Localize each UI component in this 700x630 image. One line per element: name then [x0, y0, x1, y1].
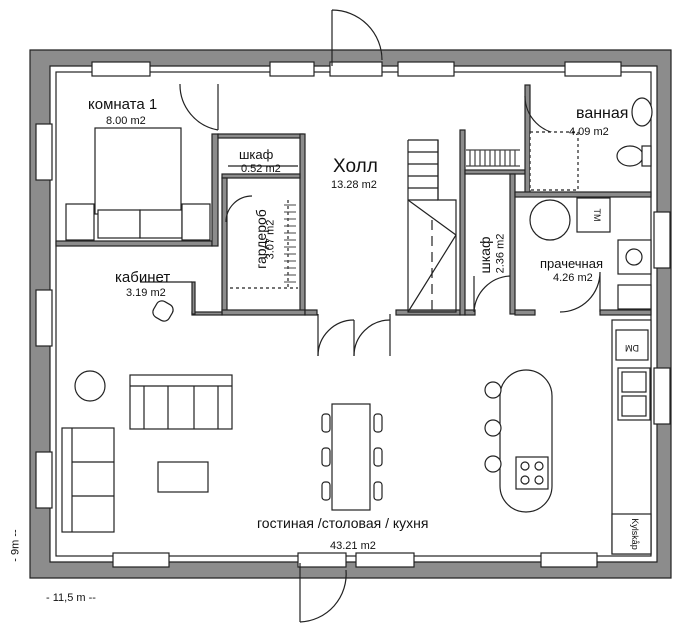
dining-table	[331, 403, 371, 511]
terrace-door	[299, 563, 347, 623]
staircase	[407, 139, 457, 313]
laundry-door	[559, 271, 601, 313]
width-dimension: - 11,5 m --	[46, 592, 96, 604]
cooktop	[515, 456, 549, 490]
window	[653, 211, 671, 269]
window	[35, 289, 53, 347]
window	[540, 552, 598, 568]
side-table	[74, 370, 106, 402]
window	[91, 61, 151, 77]
stove-small	[617, 284, 652, 310]
coffee-table	[157, 461, 209, 493]
laundry-sink	[617, 239, 652, 275]
hall-area: 13.28 m2	[331, 179, 377, 191]
window	[269, 61, 315, 77]
wardrobe-door	[225, 195, 253, 223]
cupboard-area: 2.36 m2	[494, 233, 507, 274]
office-area: 3.19 m2	[126, 287, 166, 299]
living-name: гостиная /столовая / кухня	[257, 515, 429, 531]
window	[355, 552, 415, 568]
sofa-side	[61, 427, 115, 533]
window	[397, 61, 455, 77]
entry-door	[331, 9, 383, 66]
hall-double-door	[317, 319, 391, 357]
exterior-wall	[29, 49, 672, 579]
kitchen-sink	[617, 367, 651, 421]
dishwasher	[615, 329, 649, 361]
window	[564, 61, 622, 77]
laundry-area: 4.26 m2	[553, 272, 593, 284]
shower	[529, 131, 579, 191]
toilet	[616, 145, 644, 167]
dryer	[576, 197, 611, 233]
kitchen-island	[499, 369, 553, 513]
living-area: 43.21 m2	[330, 540, 376, 552]
closet-area: 0.52 m2	[241, 163, 281, 175]
fridge-label: Kylskåp	[630, 518, 640, 550]
bath-area: 4.09 m2	[569, 126, 609, 138]
hall-name: Холл	[333, 156, 378, 177]
office-chair	[152, 300, 174, 322]
cupboard-door	[473, 275, 511, 313]
closet-name: шкаф	[239, 147, 274, 162]
cupboard-name: шкаф	[477, 236, 493, 274]
dryer-label: ТМ	[592, 209, 602, 222]
bed	[94, 127, 182, 215]
sink	[631, 97, 653, 127]
bedroom-area: 8.00 m2	[106, 115, 146, 127]
washing-machine	[529, 199, 571, 241]
bedroom-name: комната 1	[88, 96, 158, 113]
window	[35, 451, 53, 509]
dishwasher-label: DM	[625, 343, 639, 353]
depth-dimension: - 9m --	[9, 529, 22, 562]
bedroom-door	[179, 83, 219, 131]
bath-name: ванная	[576, 105, 629, 122]
office-name: кабинет	[115, 269, 171, 286]
window	[35, 123, 53, 181]
window	[112, 552, 170, 568]
window	[653, 367, 671, 425]
sofa	[129, 374, 233, 430]
wardrobe-area: 3.07 m2	[264, 219, 277, 260]
fridge	[611, 513, 652, 555]
laundry-name: прачечная	[540, 256, 604, 271]
